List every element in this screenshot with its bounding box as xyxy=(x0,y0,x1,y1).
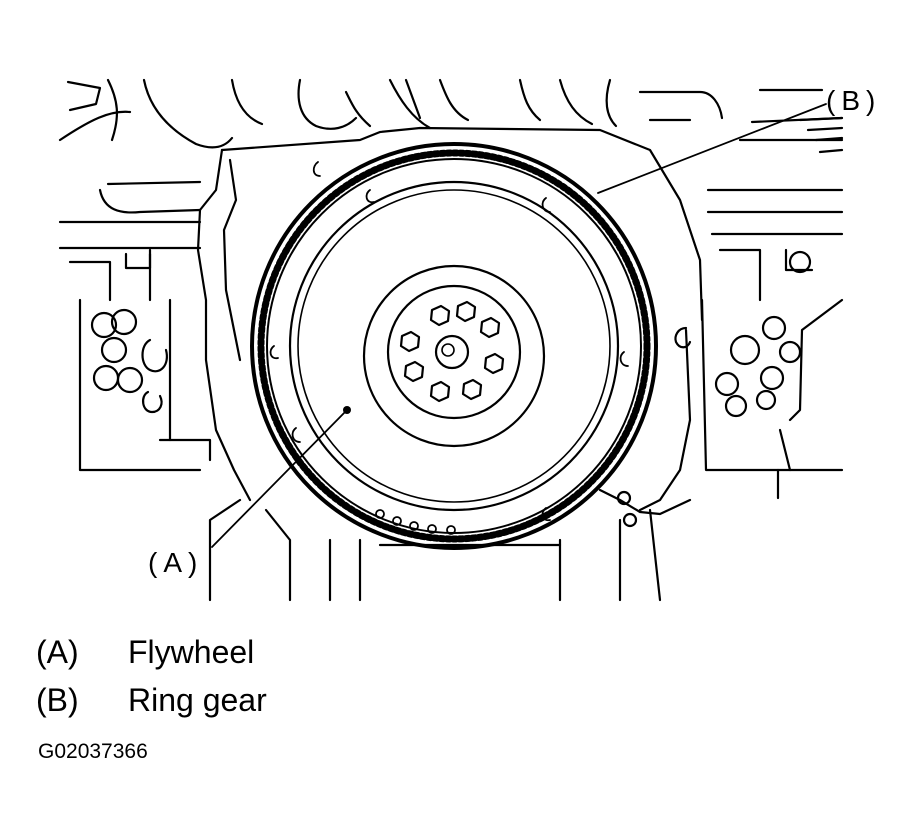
legend-text: Ring gear xyxy=(128,682,267,718)
leader-line-b xyxy=(597,103,827,194)
legend: (A) Flywheel (B) Ring gear xyxy=(36,628,267,724)
legend-row-flywheel: (A) Flywheel xyxy=(36,628,267,676)
legend-key: (A) xyxy=(36,634,79,670)
mounting-holes xyxy=(269,161,629,522)
figure-code: G02037366 xyxy=(38,740,148,763)
ring-gear xyxy=(250,142,658,550)
flywheel-diagram xyxy=(58,78,844,602)
flywheel xyxy=(250,142,658,550)
legend-text: Flywheel xyxy=(128,634,255,670)
crankshaft-bolts xyxy=(399,300,505,403)
legend-row-ring-gear: (B) Ring gear xyxy=(36,676,267,724)
engine-background xyxy=(58,78,844,602)
leader-line-a xyxy=(211,409,348,548)
legend-key: (B) xyxy=(36,682,79,718)
flywheel-hub xyxy=(362,264,546,448)
callout-b: (B) xyxy=(826,85,882,116)
timing-holes xyxy=(375,509,456,535)
callout-a: (A) xyxy=(148,547,204,578)
